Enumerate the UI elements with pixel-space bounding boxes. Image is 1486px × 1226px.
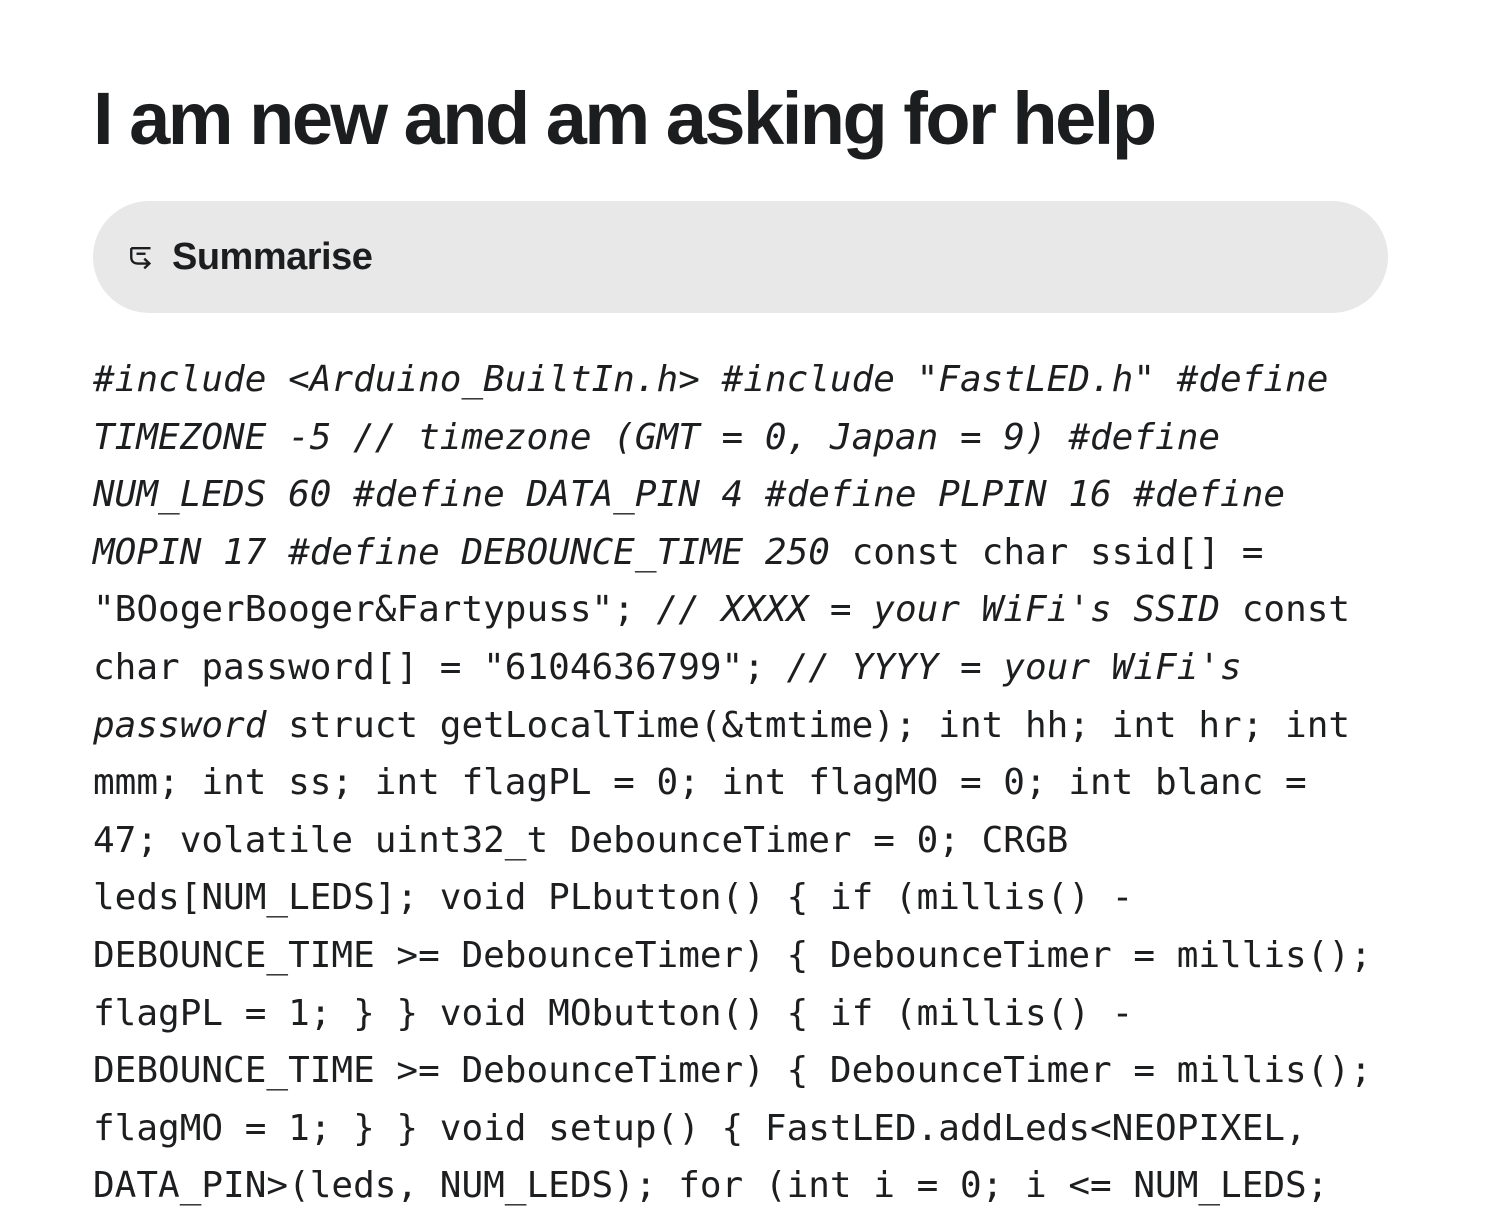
code-run: struct getLocalTime(&tmtime); int hh; in… — [93, 704, 1372, 1207]
code-run: // XXXX = your WiFi's SSID — [656, 589, 1221, 631]
post-title: I am new and am asking for help — [93, 77, 1157, 160]
summarise-label: Summarise — [172, 235, 373, 278]
summarise-button[interactable]: Summarise — [93, 201, 1388, 313]
summarize-icon — [130, 246, 152, 270]
code-run: #include <Arduino_BuiltIn.h> #include "F… — [93, 359, 1329, 573]
post-body: #include <Arduino_BuiltIn.h> #include "F… — [93, 351, 1381, 1215]
code-run: const char password[] = "6104636799"; — [93, 589, 1351, 688]
topic-page: I am new and am asking for help Summaris… — [0, 82, 1486, 1226]
code-run: // YYYY = your WiFi's password — [93, 646, 1242, 746]
code-run: const char ssid[] = "BOogerBooger&Fartyp… — [93, 531, 1264, 631]
